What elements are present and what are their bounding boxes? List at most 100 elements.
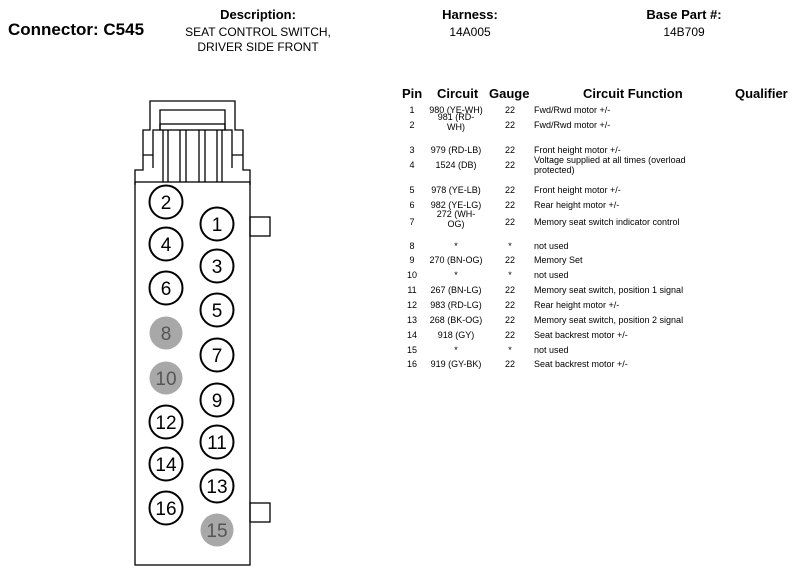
pin-number-label: 13 (206, 477, 227, 498)
table-cell-gauge: 22 (504, 105, 515, 115)
table-cell-gauge: 22 (504, 120, 515, 130)
pin-circle (149, 361, 183, 395)
table-cell-function: Front height motor +/- (534, 145, 621, 155)
table-cell-circuit: 980 (YE-WH) (429, 105, 483, 115)
table-cell-function: Voltage supplied at all times (overload … (534, 155, 686, 175)
table-cell-gauge: 22 (504, 255, 515, 265)
table-cell-function: not used (534, 270, 569, 280)
table-cell-circuit: * (454, 270, 458, 280)
pin-number-label: 10 (155, 369, 176, 390)
table-cell-function: Memory seat switch, position 2 signal (534, 315, 684, 325)
pin-number-label: 6 (161, 279, 172, 300)
harness-label: Harness: (442, 7, 498, 22)
base-part-value: 14B709 (663, 25, 705, 39)
pin-circle (148, 184, 184, 220)
pin-number-label: 1 (212, 215, 223, 236)
table-cell-pin: 16 (406, 359, 417, 369)
pin-circle (199, 468, 235, 504)
table-cell-function: Rear height motor +/- (534, 200, 620, 210)
table-cell-gauge: * (508, 241, 512, 251)
table-cell-pin: 2 (409, 120, 415, 130)
pin-circle (199, 424, 235, 460)
table-cell-pin: 14 (406, 330, 417, 340)
table-cell-function: not used (534, 241, 569, 251)
pin-circle (148, 446, 184, 482)
header-circuit: Circuit (437, 86, 479, 101)
pin-circle (199, 248, 235, 284)
table-cell-pin: 4 (409, 160, 415, 170)
table-cell-pin: 6 (409, 200, 415, 210)
table-cell-function: Memory Set (534, 255, 583, 265)
table-cell-pin: 11 (407, 285, 417, 295)
pin-number-label: 7 (212, 346, 223, 367)
pin-circle (148, 270, 184, 306)
pin-circle (199, 206, 235, 242)
table-cell-circuit: 979 (RD-LB) (430, 145, 482, 155)
table-cell-circuit: 983 (RD-LG) (430, 300, 482, 310)
pin-number-label: 9 (212, 391, 223, 412)
connector-housing (134, 100, 271, 566)
harness-value: 14A005 (449, 25, 491, 39)
table-cell-pin: 5 (409, 185, 415, 195)
pin-number-label: 4 (161, 235, 172, 256)
pin-circle (199, 292, 235, 328)
table-cell-function: not used (534, 345, 569, 355)
pin-circle (200, 513, 234, 547)
table-cell-function: Memory seat switch, position 1 signal (534, 285, 684, 295)
table-cell-function: Rear height motor +/- (534, 300, 620, 310)
table-cell-pin: 13 (406, 315, 417, 325)
table-cell-circuit: 1524 (DB) (435, 160, 477, 170)
connector-title: Connector: C545 (8, 20, 145, 39)
table-cell-gauge: 22 (504, 200, 515, 210)
table-cell-gauge: * (508, 345, 512, 355)
table-cell-gauge: 22 (504, 285, 515, 295)
table-cell-function: Seat backrest motor +/- (534, 330, 628, 340)
table-cell-circuit: 918 (GY) (437, 330, 475, 340)
table-cell-gauge: 22 (504, 185, 515, 195)
header-qualifier: Qualifier (735, 86, 788, 101)
table-cell-gauge: 22 (504, 145, 515, 155)
table-cell-pin: 9 (409, 255, 415, 265)
table-cell-gauge: 22 (504, 217, 515, 227)
pin-number-label: 2 (161, 193, 172, 214)
base-part-label: Base Part #: (646, 7, 722, 22)
description-label: Description: (220, 7, 296, 22)
table-cell-gauge: * (508, 270, 512, 280)
table-cell-circuit: 270 (BN-OG) (429, 255, 483, 265)
pin-number-label: 15 (206, 521, 227, 542)
table-cell-pin: 1 (409, 105, 415, 115)
table-cell-gauge: 22 (504, 359, 515, 369)
table-cell-circuit: 268 (BK-OG) (429, 315, 483, 325)
pin-number-label: 11 (207, 433, 227, 454)
table-cell-circuit: 919 (GY-BK) (430, 359, 482, 369)
table-cell-gauge: 22 (504, 300, 515, 310)
table-cell-pin: 3 (409, 145, 415, 155)
table-cell-pin: 15 (406, 345, 417, 355)
table-cell-gauge: 22 (504, 315, 515, 325)
pin-circle (148, 226, 184, 262)
table-cell-gauge: 22 (504, 330, 515, 340)
pin-circle (148, 404, 184, 440)
pin-circle (199, 337, 235, 373)
table-cell-circuit: 272 (WH-OG) (436, 209, 476, 229)
table-cell-circuit: 267 (BN-LG) (430, 285, 482, 295)
description-line-1: SEAT CONTROL SWITCH, (185, 25, 331, 39)
header-gauge: Gauge (489, 86, 530, 101)
table-cell-pin: 12 (406, 300, 417, 310)
table-cell-pin: 7 (409, 217, 415, 227)
table-cell-circuit: 982 (YE-LG) (430, 200, 482, 210)
pin-number-label: 14 (155, 455, 177, 476)
table-cell-function: Memory seat switch indicator control (534, 217, 680, 227)
pin-number-label: 8 (161, 324, 172, 345)
description-value: SEAT CONTROL SWITCH, DRIVER SIDE FRONT (168, 25, 348, 55)
pin-number-label: 5 (212, 301, 223, 322)
table-cell-pin: 10 (406, 270, 417, 280)
table-cell-circuit: * (454, 345, 458, 355)
table-cell-function: Fwd/Rwd motor +/- (534, 105, 611, 115)
table-cell-circuit: * (454, 241, 458, 251)
header-pin: Pin (402, 86, 423, 101)
pin-circle (149, 316, 183, 350)
table-cell-function: Front height motor +/- (534, 185, 621, 195)
